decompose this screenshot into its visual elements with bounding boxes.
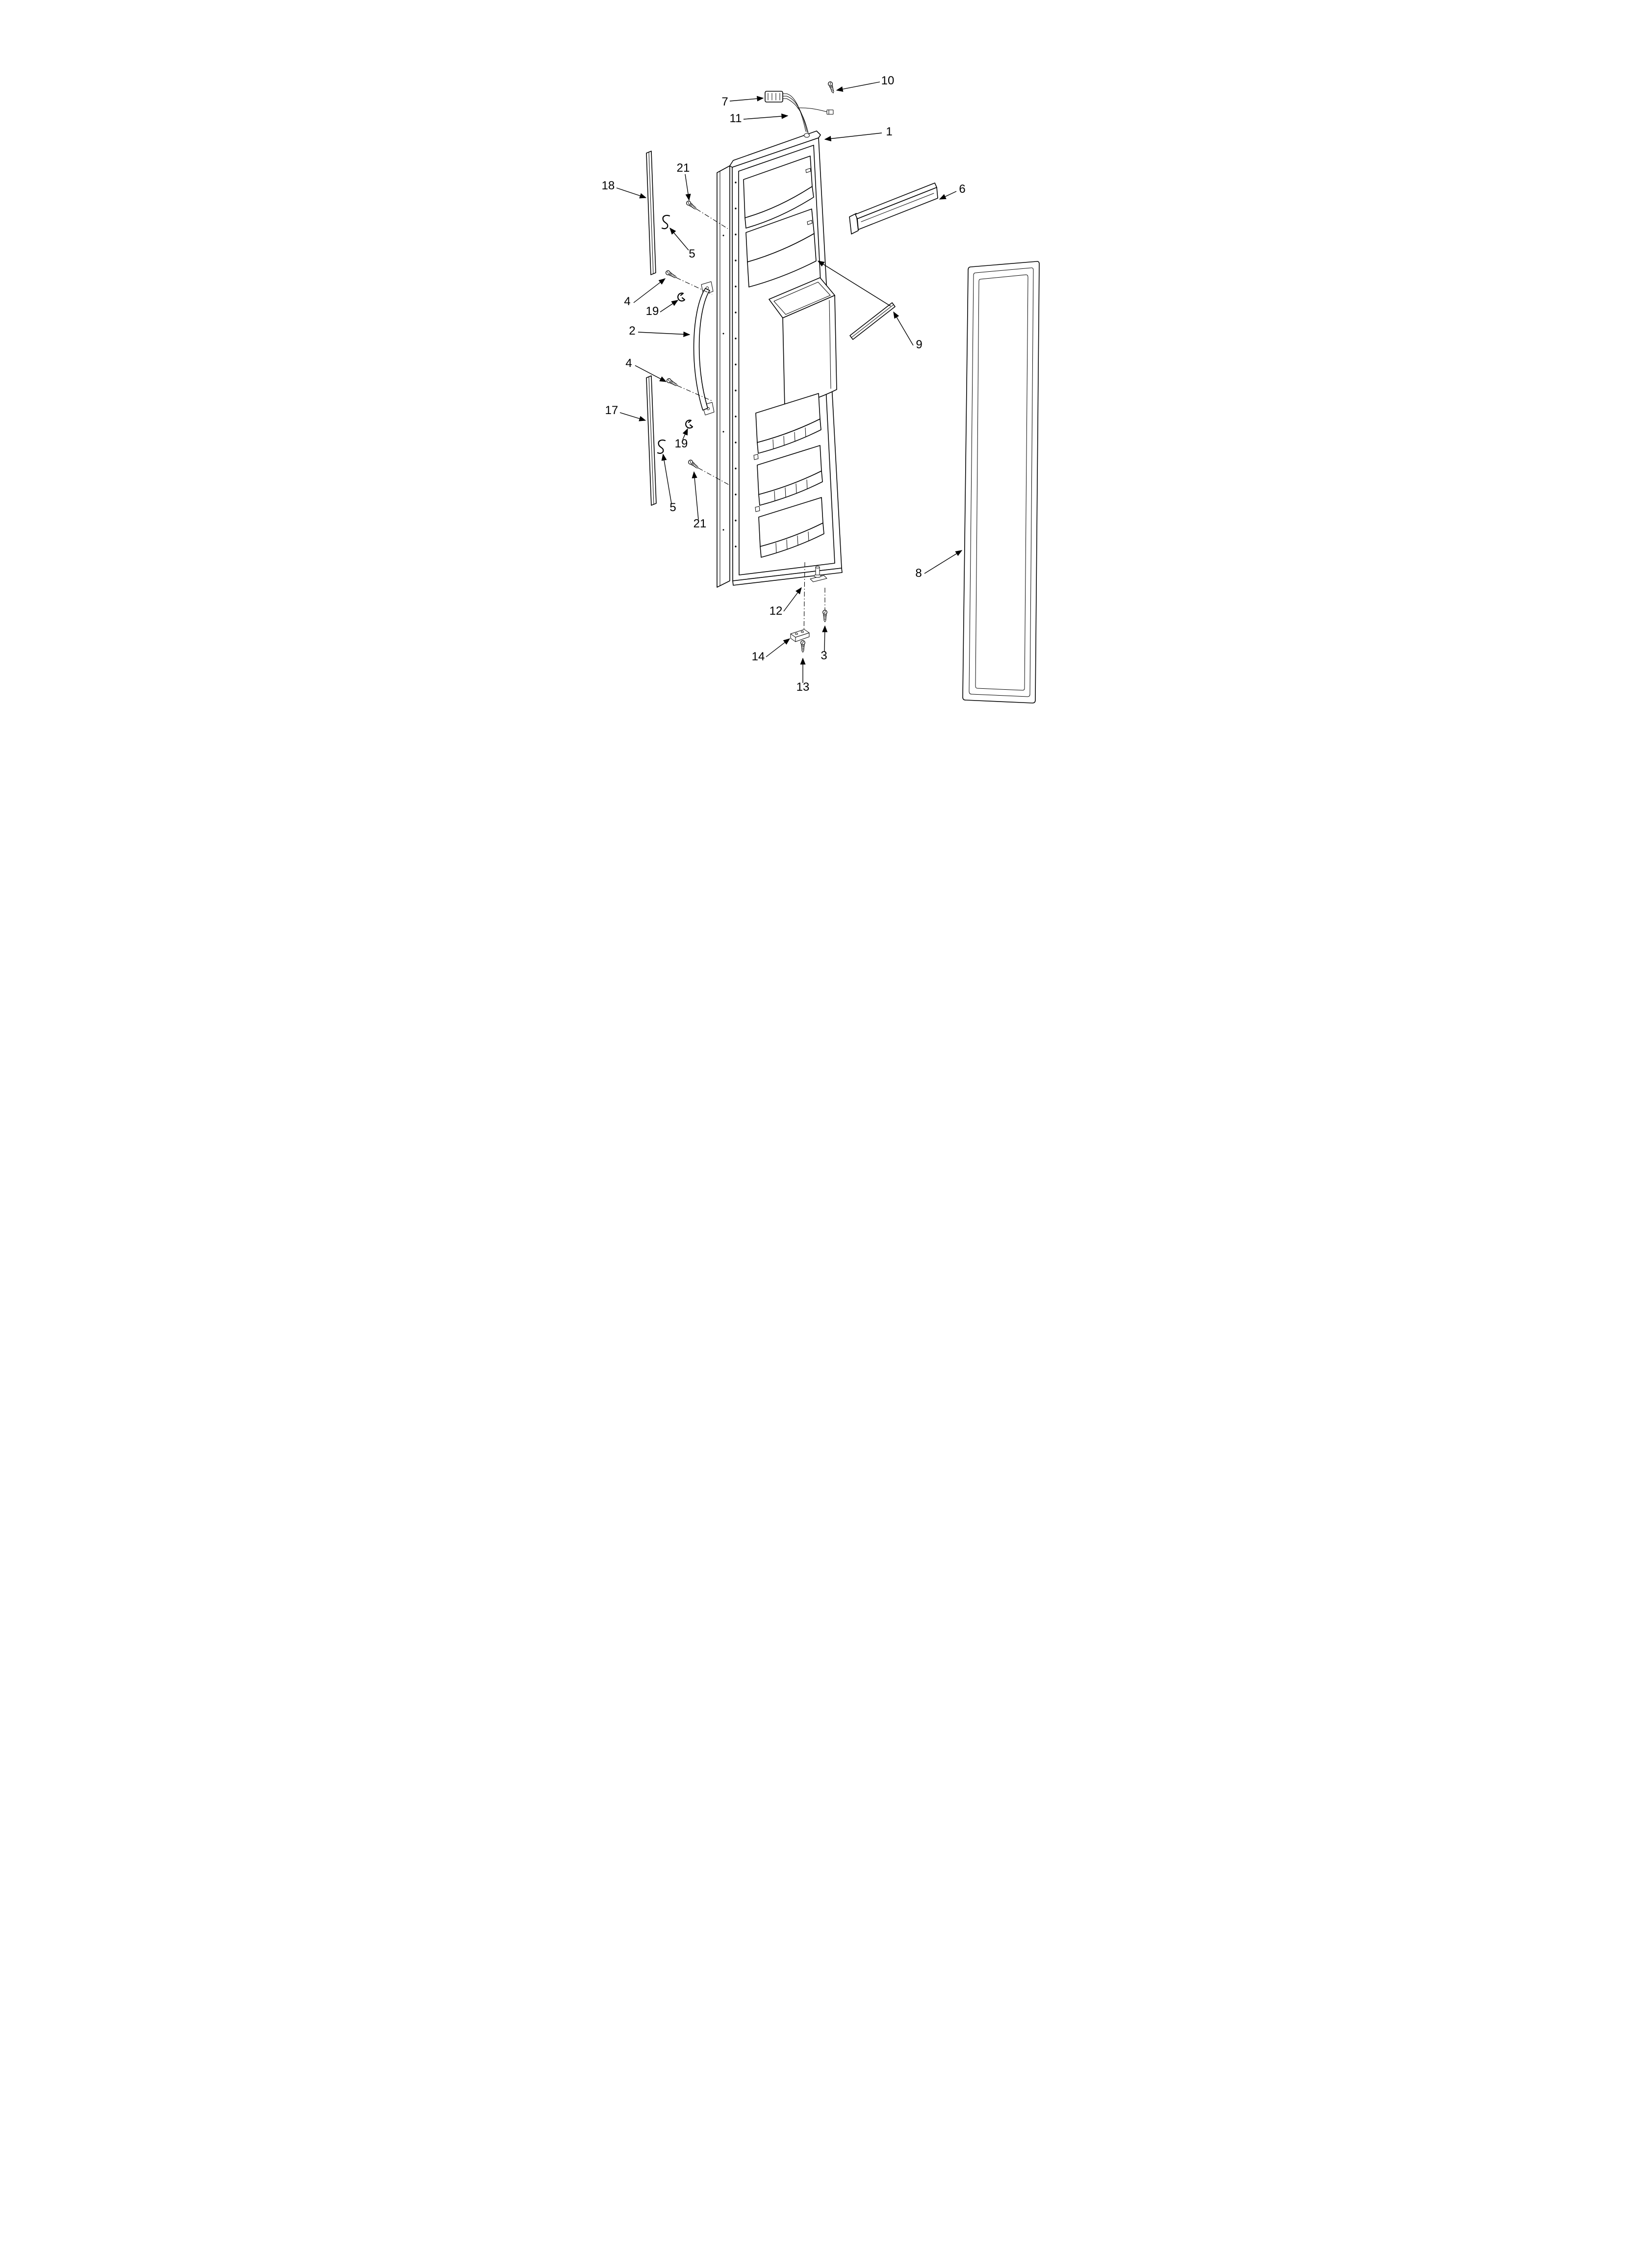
callout-4-lower: 4: [625, 357, 632, 370]
exploded-parts-diagram: 7 10 11 1 18 21 6 5 4 19 2 9 4 17 19 5 2…: [602, 74, 1040, 704]
liner-shelf-bin-5: [758, 497, 824, 558]
leader-4-lower: [635, 365, 667, 382]
shelf-rail-9: [849, 302, 896, 340]
callout-17: 17: [605, 404, 618, 417]
leader-12: [783, 587, 802, 612]
leader-7: [729, 96, 764, 102]
axis-hinge: [803, 562, 805, 641]
leader-8: [924, 550, 963, 574]
liner-recess: [738, 145, 835, 575]
leader-21-lower: [692, 471, 699, 520]
callout-14: 14: [752, 650, 765, 663]
bracket-14: [790, 629, 810, 642]
leader-21-upper: [685, 174, 691, 201]
screw-21-lower: [687, 459, 700, 470]
leader-14: [766, 638, 791, 657]
callout-11: 11: [730, 112, 742, 125]
wire-grommet: [804, 133, 810, 138]
callout-9: 9: [916, 338, 922, 351]
axis-screw-21-upper: [696, 209, 728, 229]
retainer-clip-19-lower: [685, 419, 693, 429]
callout-4-upper: 4: [624, 295, 630, 308]
screw-10: [827, 80, 836, 94]
clip-5-upper: [661, 214, 670, 230]
door-shelf-6: [849, 182, 938, 235]
clip-5-lower: [657, 439, 666, 454]
leader-5-lower: [661, 453, 672, 504]
liner-shelf-bin-2: [745, 209, 817, 287]
callout-21-lower: 21: [693, 517, 707, 530]
callout-21-upper: 21: [677, 161, 690, 175]
leader-19-lower: [682, 428, 688, 440]
trim-strip-18: [646, 151, 656, 275]
hinge-pin-12: [810, 566, 827, 582]
door-gasket: [962, 261, 1040, 704]
callout-10: 10: [881, 74, 895, 87]
callout-7: 7: [721, 95, 728, 108]
wire-plug: [826, 109, 834, 115]
leader-4-upper: [633, 278, 666, 303]
door-bottom-edge: [732, 568, 843, 586]
leader-lines: [616, 81, 963, 683]
shelf-side-tab: [755, 506, 760, 512]
liner-shelf-bin-1: [743, 156, 814, 229]
leader-6: [939, 191, 957, 200]
callout-19-upper: 19: [646, 305, 659, 318]
leader-5-upper: [669, 227, 689, 251]
callout-3: 3: [821, 649, 827, 662]
door-hinge-edge: [717, 165, 730, 588]
door-handle: [693, 281, 715, 416]
wire-harness-11: [786, 93, 834, 133]
axis-screw-4-upper: [676, 277, 713, 295]
callout-12: 12: [770, 604, 783, 618]
callout-2: 2: [629, 324, 635, 338]
freezer-door-panel: [717, 130, 843, 588]
leader-10: [836, 81, 880, 92]
callout-5-upper: 5: [689, 247, 695, 261]
axis-screw-21-lower: [698, 468, 729, 485]
screw-21-upper: [685, 200, 698, 211]
callout-18: 18: [602, 179, 615, 192]
callout-19-lower: 19: [675, 437, 688, 450]
trim-strip-17: [646, 375, 657, 506]
screw-4-lower: [666, 377, 679, 388]
leader-19-upper: [660, 300, 679, 313]
leader-9: [893, 311, 914, 346]
callout-6: 6: [959, 182, 965, 196]
rail-position-leader: [817, 261, 891, 307]
retainer-clip-19-upper: [677, 292, 686, 302]
liner-screw-holes: [735, 182, 737, 547]
callout-13: 13: [796, 680, 810, 694]
leader-11: [743, 113, 789, 120]
callout-8: 8: [915, 567, 922, 580]
wire-connector-7: [765, 91, 787, 103]
screw-4-upper: [665, 269, 678, 280]
callout-5-lower: 5: [669, 501, 676, 514]
leader-1: [824, 132, 882, 142]
leader-2: [638, 331, 691, 337]
handle-body: [693, 288, 710, 411]
screw-3: [822, 610, 827, 623]
screw-13: [800, 640, 805, 653]
leader-3: [822, 625, 828, 652]
diagram-canvas: 7 10 11 1 18 21 6 5 4 19 2 9 4 17 19 5 2…: [547, 0, 1095, 756]
axis-screw-4-lower: [677, 385, 714, 402]
liner-shelf-bin-3: [755, 393, 821, 454]
liner-shelf-bin-4: [757, 445, 823, 506]
leader-17: [619, 412, 646, 421]
callout-1: 1: [886, 125, 892, 138]
shelf-side-tab: [753, 454, 759, 460]
leader-18: [616, 187, 647, 199]
